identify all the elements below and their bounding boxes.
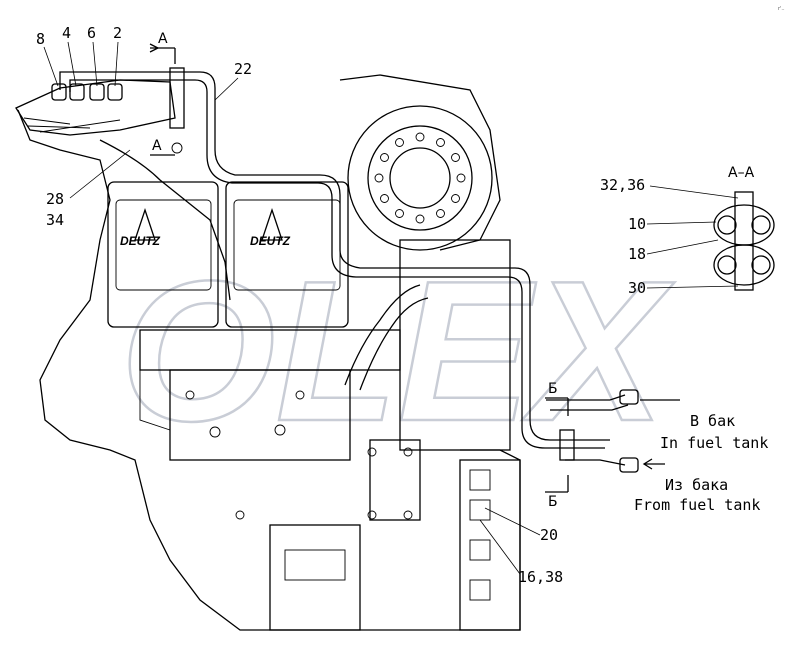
turbo-bolt xyxy=(395,138,404,147)
deutz-logo-right-icon xyxy=(261,207,283,241)
section-title: А–А xyxy=(728,165,755,181)
callouts: 8 4 6 2 22 28 34 32,36 10 18 30 20 16,38 xyxy=(36,24,739,586)
turbo-bolt xyxy=(380,153,389,162)
turbo-bolt xyxy=(436,138,445,147)
flow-annotations: В бак In fuel tank Из бака From fuel tan… xyxy=(634,399,768,514)
fuel-line-supply xyxy=(69,79,605,449)
turbocharger-housing xyxy=(347,105,493,251)
flow-arrow-icon xyxy=(642,458,665,470)
section-clamp-lower xyxy=(713,244,775,286)
section-a-a-detail: А–А xyxy=(713,165,775,291)
callout-22: 22 xyxy=(234,60,252,78)
callout-32-36: 32,36 xyxy=(600,176,645,194)
callout-34: 34 xyxy=(46,211,64,229)
fitting-in xyxy=(619,457,639,473)
turbo-outlet xyxy=(389,147,451,209)
section-bolt xyxy=(734,191,754,291)
clamp-a xyxy=(169,67,185,129)
rear-housing xyxy=(399,239,511,451)
clamp-b xyxy=(559,429,575,461)
turbo-bolt xyxy=(415,132,425,142)
from-tank-ru: Из бака xyxy=(665,476,728,494)
turbo-bolt xyxy=(451,194,460,203)
watermark: OLEX xyxy=(119,239,677,465)
callout-16-38: 16,38 xyxy=(518,568,563,586)
to-tank-en: In fuel tank xyxy=(660,434,768,452)
turbo-bolt xyxy=(374,173,384,183)
section-markers: А А Б Б xyxy=(149,31,569,510)
coolant-hose xyxy=(344,284,421,386)
callout-30: 30 xyxy=(628,279,646,297)
turbo-bolt xyxy=(451,153,460,162)
engine-outline xyxy=(17,109,521,631)
bottom-plate xyxy=(459,459,521,631)
callout-28: 28 xyxy=(46,190,64,208)
mount-bracket xyxy=(369,439,421,521)
callout-6: 6 xyxy=(87,24,96,42)
callout-8: 8 xyxy=(36,30,45,48)
turbo-bolt xyxy=(395,209,404,218)
engine-block-lower xyxy=(169,369,351,461)
watermark-text: OLEX xyxy=(120,240,675,463)
callout-10: 10 xyxy=(628,215,646,233)
from-tank-en: From fuel tank xyxy=(634,496,760,514)
cut-a-top: А xyxy=(158,31,168,47)
fitting-out xyxy=(619,389,639,405)
callout-4: 4 xyxy=(62,24,71,42)
engine-body xyxy=(15,74,521,631)
to-tank-ru: В бак xyxy=(690,412,735,430)
cut-b-bottom: Б xyxy=(548,494,558,510)
callout-20: 20 xyxy=(540,526,558,544)
cut-b-top: Б xyxy=(548,381,558,397)
cut-a-bottom: А xyxy=(152,138,162,154)
turbo-bolt xyxy=(380,194,389,203)
section-clamp-upper xyxy=(713,204,775,246)
brand-left: DEUTZ xyxy=(120,234,161,248)
cylinder-head-right xyxy=(225,181,349,328)
fuel-line-return xyxy=(59,71,610,441)
turbo-bolt xyxy=(415,214,425,224)
deutz-logo-left-icon xyxy=(134,207,156,241)
turbo-bolt xyxy=(456,173,466,183)
injector-4 xyxy=(69,83,85,101)
callout-18: 18 xyxy=(628,245,646,263)
callout-2: 2 xyxy=(113,24,122,42)
turbo-bolt-ring xyxy=(374,132,466,224)
injector-8 xyxy=(51,83,67,101)
injector-6 xyxy=(89,83,105,101)
injector-2 xyxy=(107,83,123,101)
brand-plates: DEUTZ DEUTZ xyxy=(120,207,291,248)
corner-mark: r'.. xyxy=(778,6,785,12)
fuel-line-leakoff xyxy=(99,139,231,301)
brand-right: DEUTZ xyxy=(250,234,291,248)
turbo-bolt xyxy=(436,209,445,218)
